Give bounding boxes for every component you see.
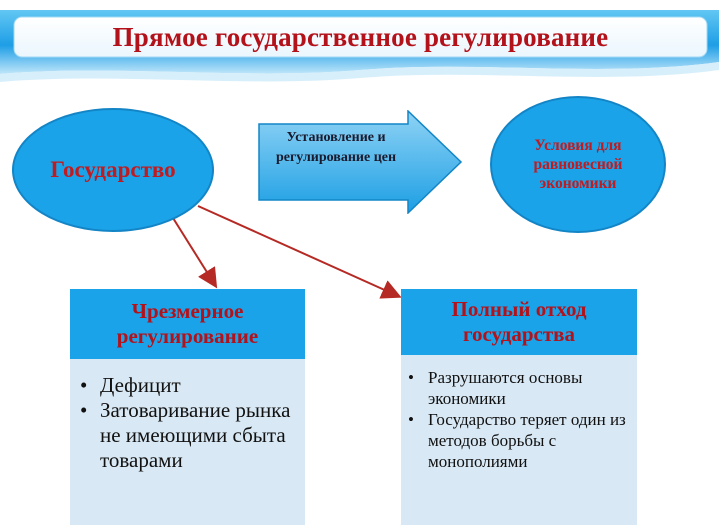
list-item: Затоваривание рынка не имеющими сбыта то… (80, 398, 299, 473)
connector-to-withdrawal (197, 205, 402, 299)
connector-to-overregulation (167, 209, 218, 289)
list-item: Государство теряет один из методов борьб… (408, 409, 633, 472)
withdrawal-list: Разрушаются основы экономики Государство… (401, 355, 637, 472)
overregulation-title: Чрезмерное регулирование (116, 299, 259, 348)
title-banner (0, 0, 719, 90)
state-node-label: Государство (50, 157, 176, 182)
equilibrium-node-label: Условия для равновесной экономики (533, 137, 623, 192)
price-regulation-arrow (258, 110, 463, 214)
overregulation-body: Дефицит Затоваривание рынка не имеющими … (70, 359, 305, 525)
list-item: Разрушаются основы экономики (408, 367, 633, 409)
withdrawal-title: Полный отход государства (451, 297, 587, 346)
list-item: Дефицит (80, 373, 299, 398)
price-regulation-label: Установление и регулирование цен (275, 130, 397, 165)
withdrawal-header: Полный отход государства (401, 289, 637, 355)
page-title: Прямое государственное регулирование (112, 21, 609, 52)
title-box: Прямое государственное регулирование (14, 17, 707, 57)
state-node: Государство (12, 108, 214, 232)
withdrawal-body: Разрушаются основы экономики Государство… (401, 355, 637, 525)
overregulation-list: Дефицит Затоваривание рынка не имеющими … (70, 359, 305, 473)
overregulation-header: Чрезмерное регулирование (70, 289, 305, 359)
equilibrium-node: Условия для равновесной экономики (490, 96, 666, 233)
